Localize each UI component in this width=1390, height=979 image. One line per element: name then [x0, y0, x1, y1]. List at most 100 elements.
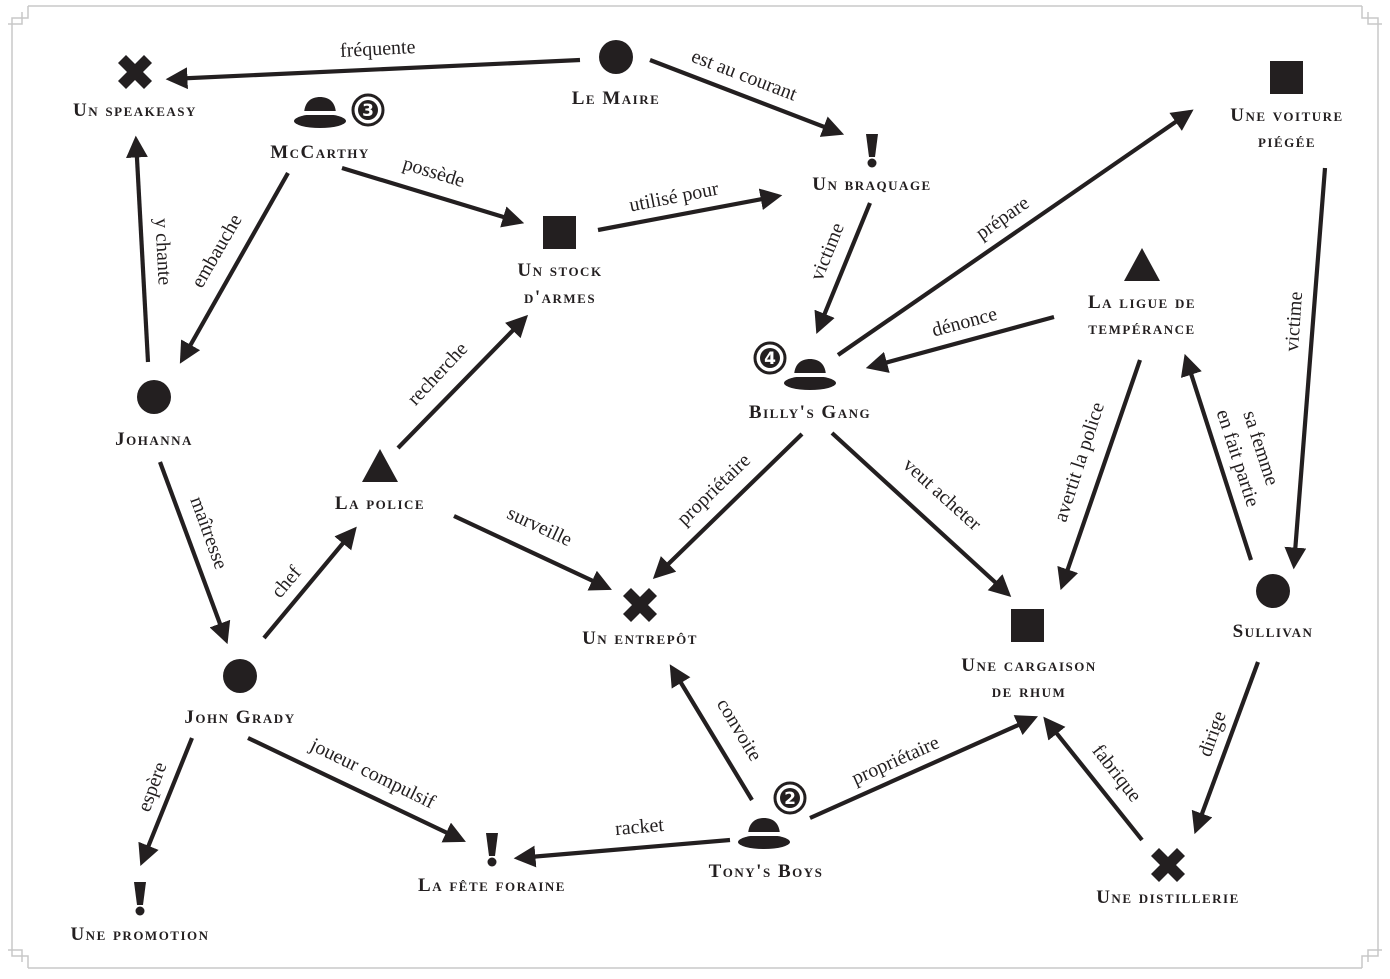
- node-distillerie: Une distillerie: [1096, 848, 1240, 908]
- triangle-icon: [362, 449, 398, 482]
- edge-label-avertit-police: avertit la police: [1050, 399, 1109, 524]
- triangle-icon: [1124, 248, 1160, 281]
- node-label-cargaison-line2: de rhum: [992, 681, 1066, 702]
- edge-label-maitresse: maîtresse: [185, 494, 232, 573]
- edge-espere: espère: [133, 737, 194, 867]
- node-billy: 4 Billy's Gang: [749, 341, 871, 423]
- edge-proprietaire-billy: propriétaire: [652, 432, 804, 580]
- node-label-ligue-line2: tempérance: [1088, 318, 1195, 339]
- node-label-voiture-line2: piégée: [1258, 131, 1316, 152]
- cross-icon: [623, 588, 657, 622]
- node-cargaison: Une cargaison de rhum: [961, 609, 1096, 702]
- edge-victime-braquage: victime: [806, 202, 872, 335]
- node-speakeasy: Un speakeasy: [73, 55, 197, 121]
- node-sullivan: Sullivan: [1233, 574, 1314, 642]
- node-label-johanna: Johanna: [115, 429, 193, 450]
- node-label-speakeasy: Un speakeasy: [73, 100, 197, 121]
- edge-label-possede: possède: [400, 152, 467, 192]
- cross-icon: [118, 55, 152, 89]
- edge-convoite: convoite: [669, 664, 766, 802]
- node-tony: 2 Tony's Boys: [709, 781, 824, 882]
- node-mccarthy: 3 McCarthy: [270, 93, 385, 163]
- square-icon: [543, 216, 576, 249]
- badge-number: 2: [784, 789, 796, 809]
- node-label-grady: John Grady: [184, 707, 295, 728]
- node-label-police: La police: [335, 493, 425, 514]
- node-label-tony: Tony's Boys: [709, 861, 824, 882]
- node-entrepot: Un entrepôt: [582, 588, 698, 649]
- edge-label-y-chante: y chante: [150, 218, 175, 286]
- fedora-hat-icon: [784, 359, 836, 390]
- node-label-billy: Billy's Gang: [749, 402, 871, 423]
- edge-fabrique: fabrique: [1043, 716, 1146, 842]
- edge-est-au-courant: est au courant: [649, 45, 845, 137]
- circle-icon: [1256, 574, 1290, 608]
- node-foraine: La fête foraine: [418, 833, 566, 896]
- edge-embauche: embauche: [179, 171, 290, 364]
- edge-victime-voiture: victime: [1281, 167, 1328, 570]
- edge-joueur-compulsif: joueur compulsif: [247, 733, 466, 843]
- node-braquage: Un braquage: [812, 134, 931, 195]
- edge-frequente: fréquente: [165, 36, 581, 90]
- exclamation-icon: [486, 833, 498, 867]
- edge-label-fabrique: fabrique: [1088, 740, 1146, 806]
- node-label-distillerie: Une distillerie: [1096, 887, 1240, 908]
- node-stock: Un stock d'armes: [517, 216, 602, 308]
- node-johanna: Johanna: [115, 380, 193, 450]
- node-maire: Le Maire: [572, 40, 661, 109]
- edge-utilise-pour: utilisé pour: [597, 178, 783, 233]
- fedora-hat-icon: [294, 97, 346, 128]
- square-icon: [1011, 609, 1044, 642]
- node-ligue: La ligue de tempérance: [1088, 248, 1195, 339]
- edge-label-embauche: embauche: [187, 210, 247, 291]
- node-label-stock-line2: d'armes: [524, 287, 596, 308]
- exclamation-icon: [866, 134, 878, 168]
- edge-label-veut-acheter: veut acheter: [899, 454, 986, 536]
- edge-avertit-police: avertit la police: [1050, 359, 1142, 591]
- edge-proprietaire-tony: propriétaire: [809, 715, 1038, 820]
- edge-label-convoite: convoite: [712, 695, 766, 765]
- exclamation-icon: [134, 882, 146, 916]
- node-police: La police: [335, 449, 425, 514]
- node-label-promotion: Une promotion: [70, 924, 209, 945]
- edge-y-chante: y chante: [126, 135, 176, 363]
- page-frame: [8, 5, 1382, 969]
- node-label-entrepot: Un entrepôt: [582, 628, 698, 649]
- edge-racket: racket: [513, 814, 731, 868]
- edge-label-prepare: prépare: [972, 192, 1034, 244]
- badge-3: 3: [351, 93, 385, 127]
- node-label-cargaison-line1: Une cargaison: [961, 655, 1096, 676]
- badge-number: 3: [362, 101, 374, 121]
- edge-label-victime-voiture: victime: [1281, 291, 1307, 352]
- circle-icon: [599, 40, 633, 74]
- edge-maitresse: maîtresse: [158, 461, 232, 645]
- node-label-voiture-line1: Une voiture: [1230, 105, 1343, 126]
- edge-surveille: surveille: [453, 502, 612, 591]
- badge-number: 4: [764, 349, 776, 369]
- node-label-stock-line1: Un stock: [517, 260, 602, 281]
- edge-label-frequente: fréquente: [339, 36, 416, 62]
- node-label-foraine: La fête foraine: [418, 875, 566, 896]
- badge-4: 4: [753, 341, 787, 375]
- node-grady: John Grady: [184, 659, 295, 728]
- cross-icon: [1151, 848, 1185, 882]
- edge-recherche: recherche: [396, 314, 529, 450]
- edge-label-racket: racket: [614, 814, 665, 840]
- node-label-maire: Le Maire: [572, 88, 661, 109]
- edge-sa-femme: sa femme en fait partie: [1180, 353, 1283, 561]
- node-label-sullivan: Sullivan: [1233, 621, 1314, 642]
- node-voiture: Une voiture piégée: [1230, 61, 1343, 152]
- circle-icon: [223, 659, 257, 693]
- circle-icon: [137, 380, 171, 414]
- node-label-braquage: Un braquage: [812, 174, 931, 195]
- square-icon: [1270, 61, 1303, 94]
- fedora-hat-icon: [738, 818, 790, 849]
- edge-label-recherche: recherche: [403, 338, 472, 410]
- edge-dirige: dirige: [1191, 661, 1260, 835]
- badge-2: 2: [773, 781, 807, 815]
- node-label-mccarthy: McCarthy: [270, 142, 370, 163]
- edge-chef: chef: [262, 526, 357, 640]
- edge-veut-acheter: veut acheter: [830, 431, 1012, 597]
